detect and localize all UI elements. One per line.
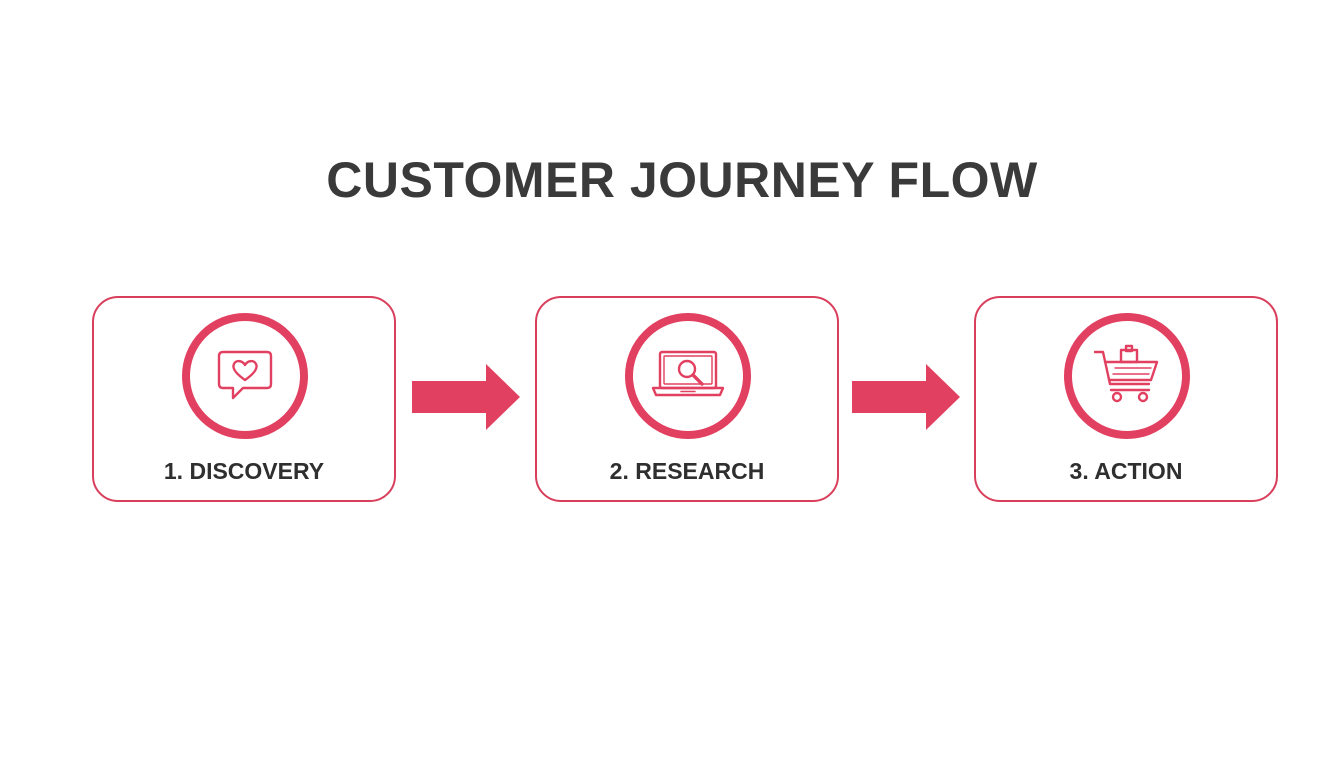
icon-ring bbox=[182, 313, 308, 439]
stage-research: 2. RESEARCH bbox=[535, 296, 839, 502]
chat-heart-icon bbox=[217, 350, 273, 400]
shopping-cart-icon bbox=[1093, 344, 1159, 403]
stage-label: 3. ACTION bbox=[1069, 458, 1183, 484]
icon-ring bbox=[625, 313, 751, 439]
laptop-search-icon bbox=[651, 350, 725, 397]
stage-label: 1. DISCOVERY bbox=[163, 458, 325, 484]
arrow-right-icon bbox=[412, 364, 520, 430]
arrow-right-icon bbox=[852, 364, 960, 430]
stage-action: 3. ACTION bbox=[974, 296, 1278, 502]
stage-label: 2. RESEARCH bbox=[609, 458, 765, 484]
page-title: CUSTOMER JOURNEY FLOW bbox=[326, 152, 1038, 208]
icon-ring bbox=[1064, 313, 1190, 439]
stage-discovery: 1. DISCOVERY bbox=[92, 296, 396, 502]
